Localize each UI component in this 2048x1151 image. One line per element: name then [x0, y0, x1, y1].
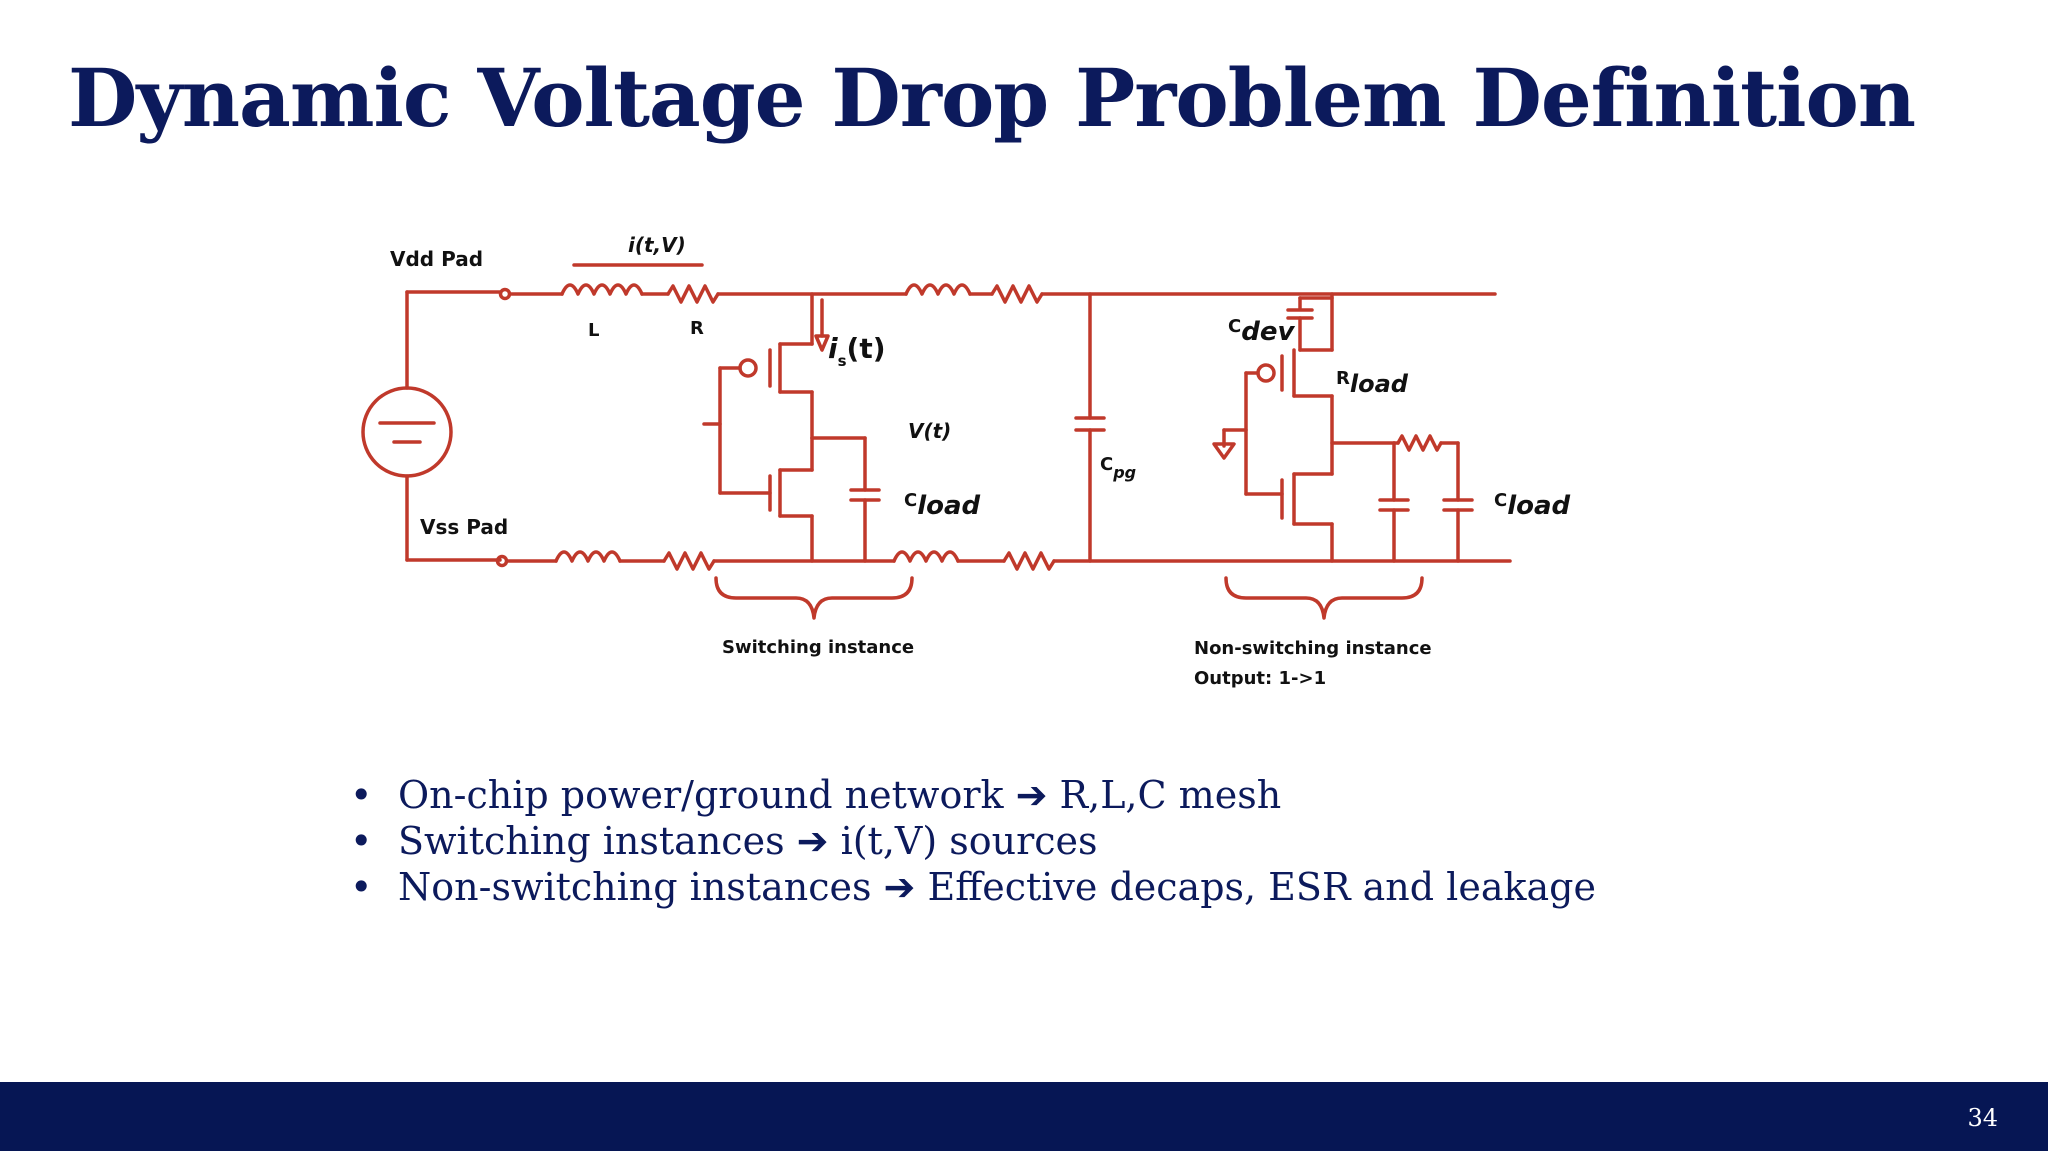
page-number: 34: [1967, 1104, 1998, 1132]
bullet-text: On-chip power/ground network ➔ R,L,C mes…: [398, 773, 1282, 817]
resistor-icon: [990, 284, 1044, 304]
inductor-icon: [560, 283, 644, 296]
resistor-icon: [666, 284, 720, 304]
resistor-icon: [1002, 551, 1056, 571]
vss-pad-terminal-icon: [495, 554, 509, 568]
cdev-label: Cdev: [1228, 316, 1295, 347]
rload-label: Rload: [1336, 368, 1409, 398]
switching-instance-brace: [714, 576, 914, 620]
node-voltage-label: V(t): [908, 419, 951, 443]
resistor-icon: [662, 551, 716, 571]
cpg-capacitor-icon: [1074, 292, 1106, 563]
resistor-label: R: [690, 318, 704, 339]
inductor-icon: [904, 283, 972, 296]
bullet-list: • On-chip power/ground network ➔ R,L,C me…: [350, 772, 1596, 910]
inductor-icon: [892, 550, 960, 563]
vdd-pad-label: Vdd Pad: [390, 247, 483, 271]
inductor-label: L: [588, 320, 599, 341]
bullet-dot: •: [350, 819, 373, 863]
cload-label: Cload: [904, 490, 981, 521]
non-switching-inverter-icon: [1212, 292, 1474, 563]
vdd-pad-terminal-icon: [498, 287, 512, 301]
switching-instance-label: Switching instance: [722, 637, 914, 658]
inductor-icon: [554, 550, 622, 563]
slide-title: Dynamic Voltage Drop Problem Definition: [68, 51, 1916, 145]
bullet-dot: •: [350, 773, 373, 817]
footer-bar: 34: [0, 1082, 2048, 1151]
switching-current-label: is(t): [828, 332, 886, 370]
list-item: • Switching instances ➔ i(t,V) sources: [350, 818, 1596, 864]
non-switching-instance-brace: [1224, 576, 1424, 620]
output-label: Output: 1->1: [1194, 668, 1326, 689]
vss-pad-label: Vss Pad: [420, 515, 508, 539]
list-item: • Non-switching instances ➔ Effective dec…: [350, 864, 1596, 910]
non-switching-instance-label: Non-switching instance: [1194, 638, 1432, 659]
vdd-rail: [508, 283, 1497, 304]
list-item: • On-chip power/ground network ➔ R,L,C me…: [350, 772, 1596, 818]
cload2-label: Cload: [1494, 490, 1571, 521]
vss-rail: [505, 550, 1512, 571]
circuit-diagram: Vdd Pad Vss Pad i(t,V) L R is(t) V(t) Cl…: [361, 233, 1571, 689]
switching-inverter-icon: [702, 292, 881, 563]
voltage-source-icon: [361, 290, 502, 562]
bullet-text: Non-switching instances ➔ Effective deca…: [398, 865, 1596, 909]
current-source-label: i(t,V): [628, 233, 686, 257]
cpg-label: Cpg: [1100, 454, 1136, 482]
bullet-text: Switching instances ➔ i(t,V) sources: [398, 819, 1098, 863]
bullet-dot: •: [350, 865, 373, 909]
